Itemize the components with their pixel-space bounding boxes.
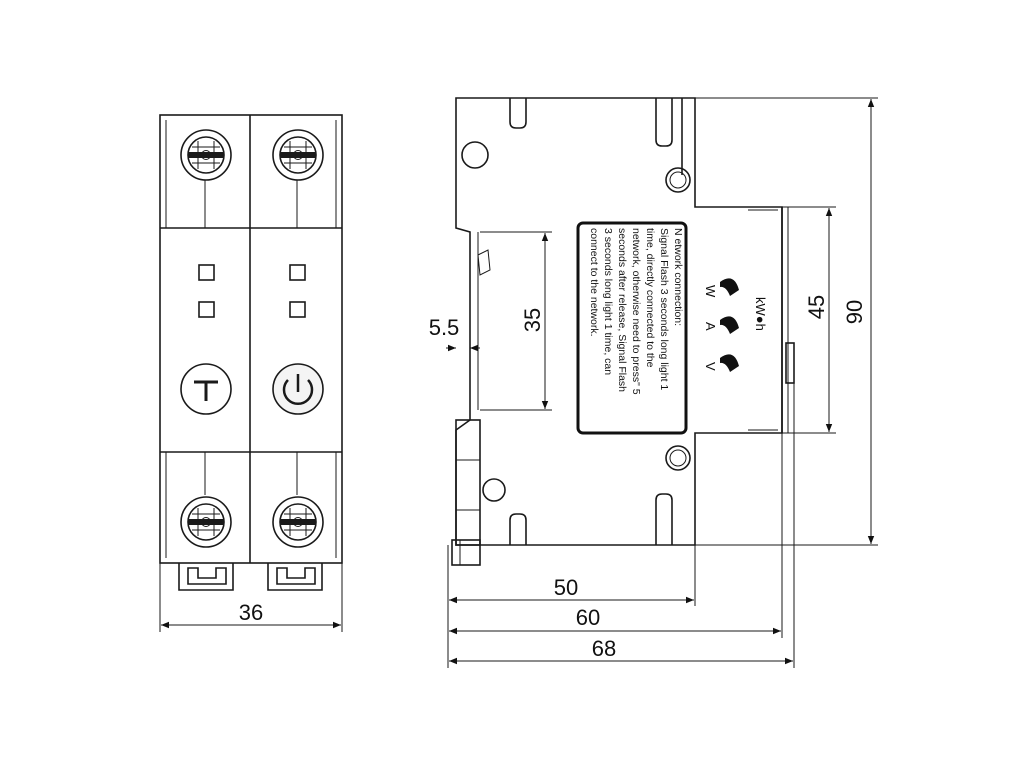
dimension-90-label: 90 (842, 300, 867, 324)
indicator-w-led-icon (720, 278, 739, 296)
front-button-profile (785, 342, 795, 384)
din-clip-left (178, 563, 234, 591)
dimension-60: 60 (449, 433, 783, 638)
test-t-icon (194, 380, 218, 401)
indicator-a-led-icon (720, 316, 739, 334)
din-rail-clip (451, 419, 481, 566)
indicator-a-label: A (703, 322, 718, 331)
dimension-5-5-label: 5.5 (429, 315, 460, 340)
power-button[interactable] (272, 363, 324, 415)
side-hole (665, 445, 691, 471)
indicator-v-label: V (703, 362, 718, 371)
din-clip-right (267, 563, 323, 591)
dimension-45: 45 (782, 206, 836, 434)
dimension-68-label: 68 (592, 636, 616, 661)
notice-line: 3 seconds long light 1 time, can (602, 228, 614, 375)
notice-line: network, otherwise need to press" 5 (630, 228, 642, 395)
indicator-window (289, 264, 306, 281)
side-hole (665, 167, 691, 193)
dimension-35: 35 (480, 231, 552, 411)
indicator-window (289, 301, 306, 318)
dimension-5-5: 5.5 (429, 315, 480, 352)
indicator-panel: kW●h W A V (703, 278, 768, 372)
terminal-screw-icon (180, 496, 232, 548)
power-icon (282, 374, 314, 406)
terminal-screw-icon (272, 129, 324, 181)
notice-line: time, directly connected to the (644, 228, 656, 368)
notice-line: N etwork connection: (672, 228, 684, 326)
notice-line: seconds after release, Signal Flash (616, 228, 628, 392)
dimension-50: 50 (447, 545, 696, 668)
front-body-outline (159, 114, 343, 564)
side-hole (461, 141, 489, 169)
indicator-v-led-icon (720, 354, 739, 372)
dimension-45-label: 45 (804, 295, 829, 319)
indicator-window (198, 301, 215, 318)
indicator-window (198, 264, 215, 281)
indicator-w-label: W (703, 285, 718, 298)
dimension-68: 68 (449, 383, 795, 668)
dimension-36: 36 (159, 563, 343, 632)
terminal-screw-icon (180, 129, 232, 181)
front-view: 36 (159, 114, 343, 632)
dimension-60-label: 60 (576, 605, 600, 630)
dimension-36-label: 36 (239, 600, 263, 625)
side-hole (482, 478, 506, 502)
dimension-35-label: 35 (520, 308, 545, 332)
test-button[interactable] (180, 363, 232, 415)
notice-line: Signal Flash 3 seconds long light 1 (658, 228, 670, 390)
side-view: N etwork connection: Signal Flash 3 seco… (429, 97, 878, 668)
notice-line: connect to the network. (588, 228, 600, 337)
dimension-50-label: 50 (554, 575, 578, 600)
terminal-screw-icon (272, 496, 324, 548)
dimension-90: 90 (695, 97, 878, 546)
kwh-label: kW●h (753, 297, 768, 331)
network-notice-label: N etwork connection: Signal Flash 3 seco… (576, 221, 688, 435)
